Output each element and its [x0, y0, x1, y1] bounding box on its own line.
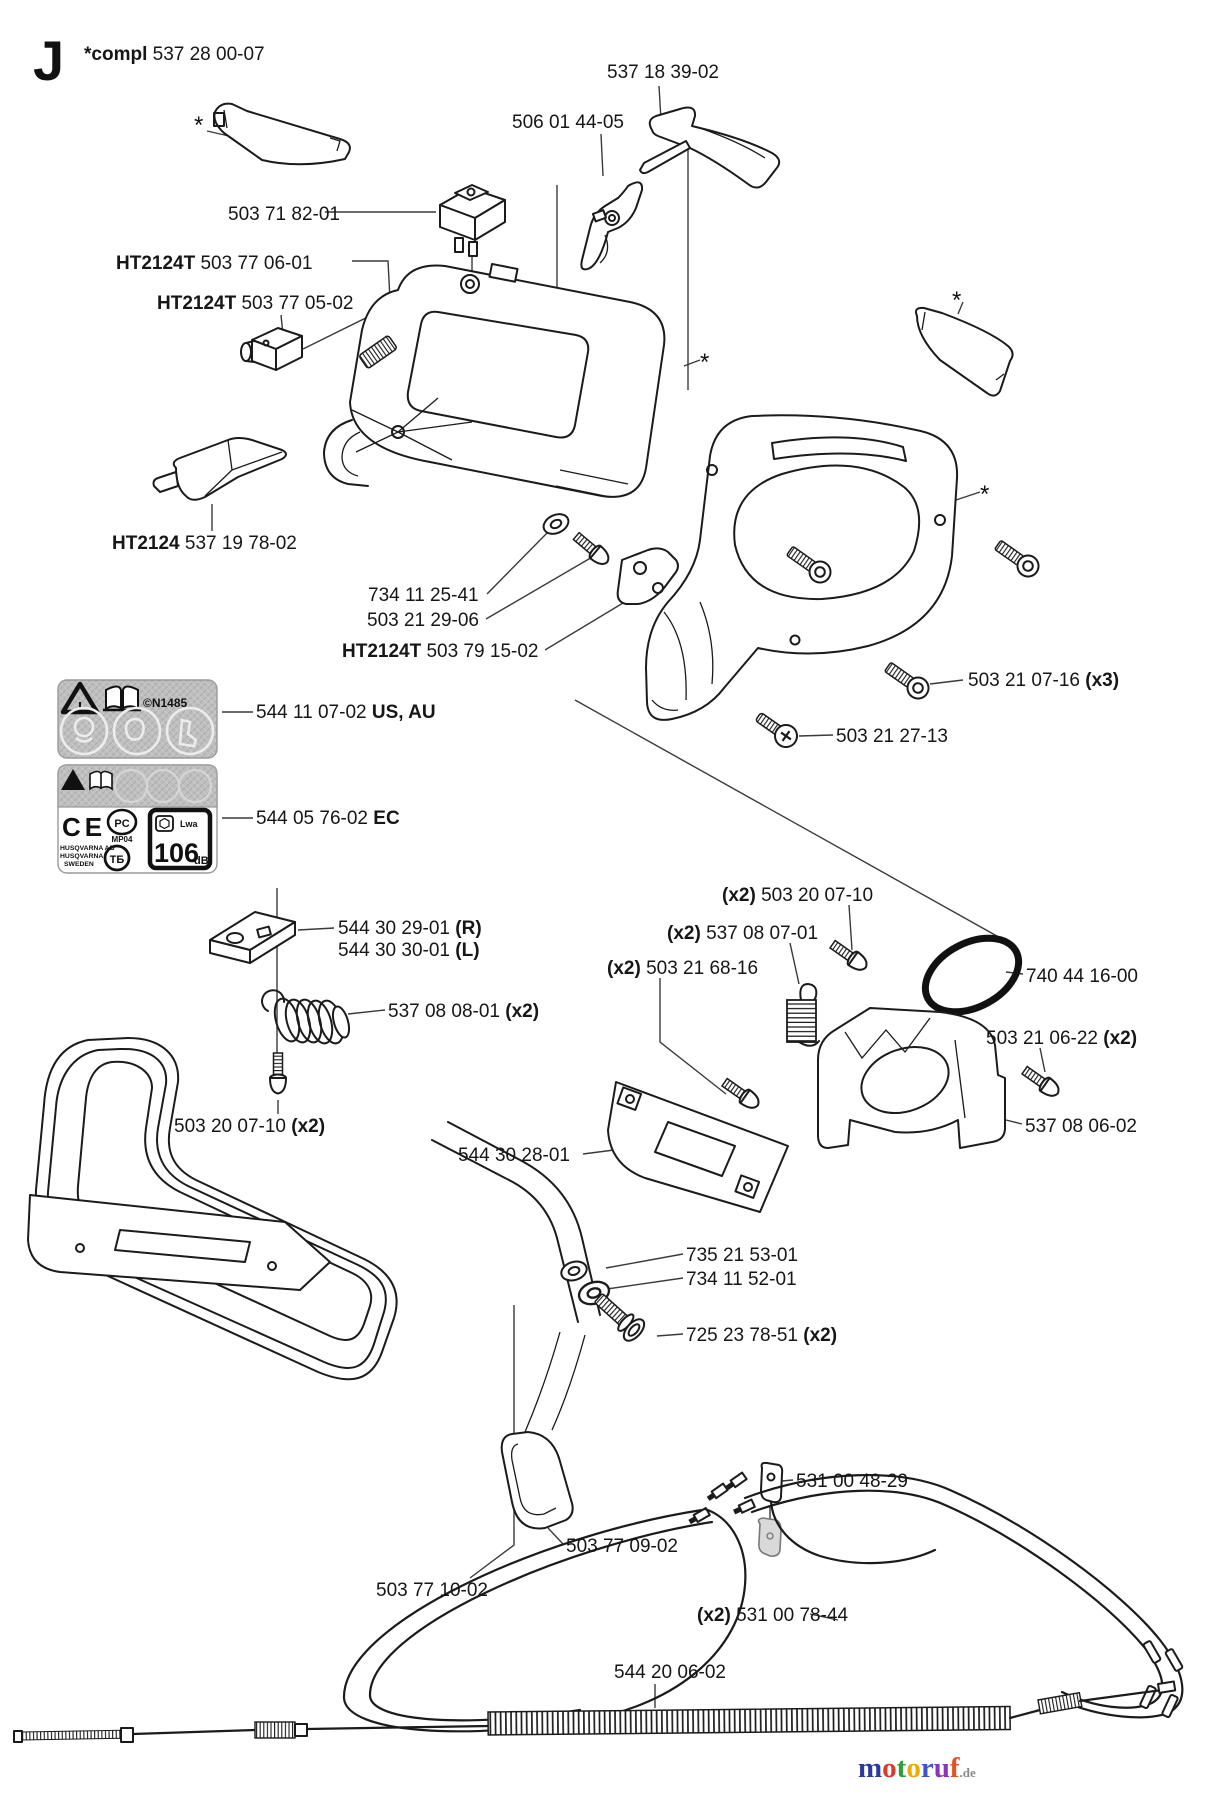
star-mark-4: * [980, 481, 990, 508]
motoruf-logo-suffix: .de [959, 1765, 976, 1780]
part-label-503212906: 503 21 29-06 [367, 610, 479, 631]
cable-fork-clip [500, 1431, 574, 1530]
part-label-503200710-x2: (x2) 503 20 07-10 [722, 885, 874, 906]
motoruf-logo: motoruf.de [858, 1752, 976, 1785]
svg-text:Lwa: Lwa [180, 819, 198, 829]
page-letter: J [33, 29, 65, 92]
shaft-clamp [817, 1007, 1006, 1149]
svg-text:CE: CE [62, 812, 106, 842]
cover-screw-2 [990, 535, 1044, 582]
part-label-531007844: (x2) 531 00 78-44 [697, 1605, 849, 1626]
star-mark-1: * [194, 112, 204, 139]
part-label-503210716: 503 21 07-16 (x3) [968, 670, 1120, 691]
washer-734112541 [539, 509, 573, 539]
screw-503200710-right [827, 936, 872, 976]
svg-text:ТБ: ТБ [110, 854, 125, 866]
svg-text:dB: dB [194, 855, 209, 867]
screw-503212906 [570, 528, 614, 570]
part-label-503200710-left: 503 20 07-10 (x2) [174, 1116, 326, 1137]
part-label-734115201: 734 11 52-01 [686, 1269, 797, 1290]
rear-handle-frame-half [323, 263, 666, 498]
part-label-735215301: 735 21 53-01 [686, 1245, 798, 1266]
part-label-503770502: HT2124T 503 77 05-02 [157, 293, 354, 314]
warning-sticker-us-au: ! ©N1485 [57, 679, 218, 759]
part-label-503770601: HT2124T 503 77 06-01 [116, 253, 313, 274]
part-label-503210622: 503 21 06-22 (x2) [986, 1028, 1138, 1049]
svg-text:HUSQVARNA AB: HUSQVARNA AB [60, 845, 115, 852]
part-label-506014405: 506 01 44-05 [512, 112, 624, 133]
part-label-544200602: 544 20 06-02 [614, 1662, 726, 1683]
svg-text:106: 106 [154, 838, 199, 868]
handle-wedge-ht2124 [152, 437, 287, 501]
bracket-503791502 [616, 547, 679, 605]
part-label-537080602: 537 08 06-02 [1025, 1116, 1137, 1137]
svg-text:HUSQVARNA: HUSQVARNA [60, 853, 103, 860]
svg-text:MP04: MP04 [112, 835, 133, 844]
part-label-503770902: 503 77 09-02 [566, 1536, 678, 1557]
svg-text:SWEDEN: SWEDEN [64, 861, 94, 868]
handle-cover-half [645, 414, 959, 721]
part-label-537183902: 537 18 39-02 [607, 62, 719, 83]
part-label-734112541: 734 11 25-41 [368, 585, 479, 606]
part-label-740441600: 740 44 16-00 [1026, 966, 1138, 987]
part-label-503771002: 503 77 10-02 [376, 1580, 488, 1601]
screw-503216816 [719, 1074, 764, 1114]
o-ring [921, 934, 1023, 1016]
part-label-compl-537280007: *compl 537 28 00-07 [84, 44, 265, 65]
choke-rod-block [240, 327, 303, 371]
throttle-bracket-plate [607, 1081, 789, 1213]
rear-handle-spar [431, 1121, 601, 1433]
part-label-544303001: 544 30 30-01 (L) [338, 940, 480, 961]
throttle-trigger [639, 106, 781, 189]
wiring-harness [686, 1461, 1184, 1719]
hand-guard-plate [27, 1194, 331, 1291]
part-label-544302901: 544 30 29-01 (R) [338, 918, 482, 939]
star-mark-3: * [952, 287, 962, 314]
part-label-544110702: 544 11 07-02 US, AU [256, 702, 436, 723]
warning-sticker-ec: ! CE PC MP04 HUSQVARNA AB HUSQVARNA SWED… [57, 764, 218, 874]
screw-503200710-left [269, 1052, 287, 1095]
part-label-531004829: 531 00 48-29 [796, 1471, 908, 1492]
throttle-lockout-lever [580, 181, 644, 271]
motoruf-logo-word: motoruf [858, 1752, 960, 1784]
part-label-544302801: 544 30 28-01 [458, 1145, 570, 1166]
trigger-spring [359, 335, 397, 369]
svg-text:!: ! [71, 780, 74, 791]
part-label-503718201: 503 71 82-01 [228, 204, 340, 225]
part-label-503216816: (x2) 503 21 68-16 [607, 958, 759, 979]
screw-503210622 [1019, 1062, 1064, 1102]
stop-switch [439, 184, 506, 257]
part-label-503791502: HT2124T 503 79 15-02 [342, 641, 539, 662]
handle-inlay-blade-top-right [914, 306, 1014, 397]
part-label-503212713: 503 21 27-13 [836, 726, 948, 747]
handle-inlay-blade-top-left [213, 102, 351, 166]
clamp-plate-544-30-29 [209, 911, 296, 964]
throttle-cable [13, 1507, 1177, 1743]
svg-text:PC: PC [114, 818, 129, 830]
leader-lines [206, 85, 1046, 1708]
part-label-537197802: HT2124 537 19 78-02 [112, 533, 297, 554]
screw-503212713 [750, 706, 803, 753]
cover-screw-3-labeled [880, 657, 934, 704]
part-label-537080801: 537 08 08-01 (x2) [388, 1001, 540, 1022]
star-mark-2: * [700, 349, 710, 376]
part-label-537080701: (x2) 537 08 07-01 [667, 923, 819, 944]
part-label-725237851: 725 23 78-51 (x2) [686, 1325, 838, 1346]
part-label-544057602: 544 05 76-02 EC [256, 808, 400, 829]
tension-spring [786, 983, 820, 1047]
svg-text:©N1485: ©N1485 [143, 696, 188, 710]
handlebar-spring [261, 989, 351, 1045]
